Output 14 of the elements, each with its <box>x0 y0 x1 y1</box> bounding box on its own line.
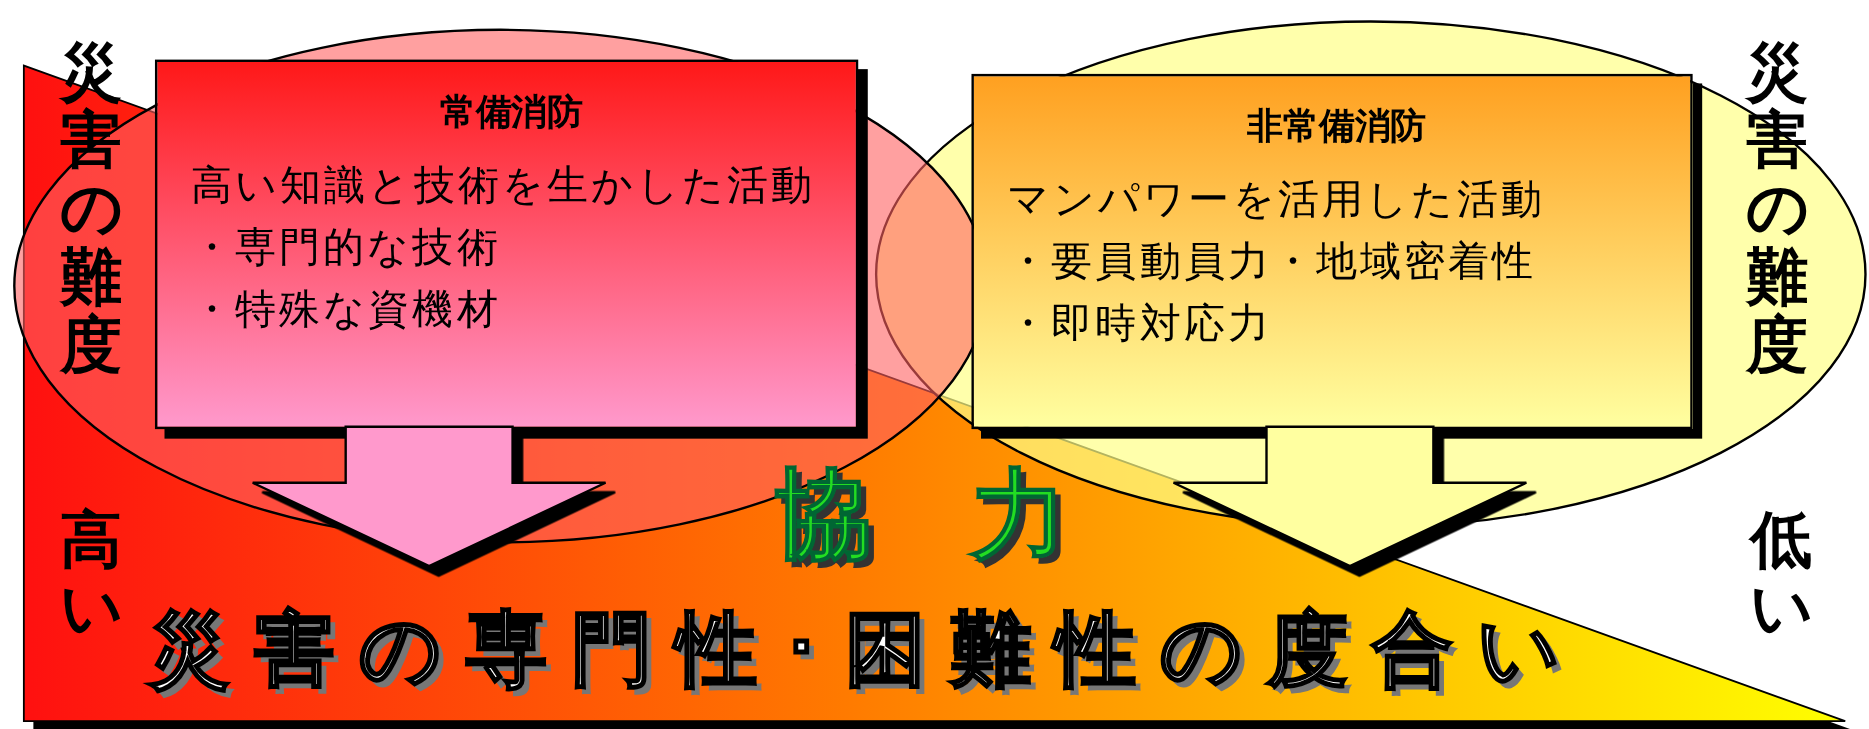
scale-caption: 災害の専門性･困難性の度合い <box>149 600 1585 699</box>
bullet-item: ・要員動員力・地域密着性 <box>1007 236 1538 287</box>
block-arrow <box>251 425 607 568</box>
description-text: 高い知識と技術を生かした活動 <box>190 159 817 211</box>
bullet-item: ・即時対応力 <box>1007 298 1273 349</box>
description-text: マンパワーを活用した活動 <box>1007 174 1546 225</box>
axis-label: 高い <box>59 506 122 643</box>
box-heading: 常備消防 <box>438 89 584 135</box>
bullet-item: ・専門的な技術 <box>190 221 502 273</box>
cooperation-text: 協 力 <box>774 456 1069 573</box>
axis-label: 低い <box>1749 506 1812 643</box>
block-arrow <box>1172 425 1528 568</box>
bullet-item: ・特殊な資機材 <box>190 283 502 335</box>
box-heading: 非常備消防 <box>1246 103 1428 149</box>
